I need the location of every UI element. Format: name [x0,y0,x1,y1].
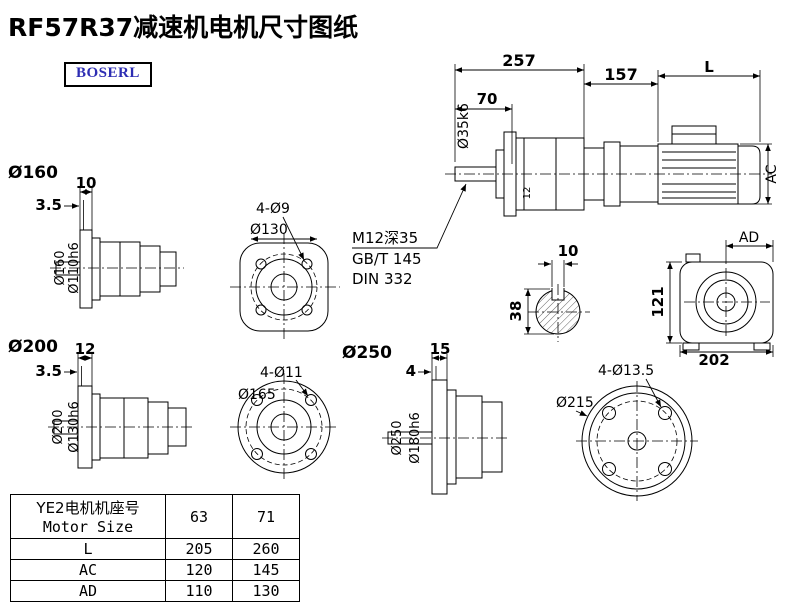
page-title: RF57R37减速机电机尺寸图纸 [8,13,359,42]
dim-202-label: 202 [698,351,729,369]
motor-rear-body [679,261,774,344]
value-AD-71: 130 [232,580,300,602]
frame-size-63: 63 [165,494,233,539]
bolt-circle-215: Ø215 [556,395,594,411]
unit-250-label: Ø250 [342,343,392,363]
unit-200-label: Ø200 [8,337,58,357]
value-AC-63: 120 [165,559,233,581]
table-row: YE2电机机座号 Motor Size 63 71 [10,494,300,539]
keyway-height-label: 38 [507,301,525,322]
side-view: 257 157 L 70 Ø35k6 12 AC [445,51,780,217]
dim-257-label: 257 [502,51,535,70]
shaft-diameter-label: Ø35k6 [456,103,472,149]
flange-thickness-250: 15 [430,340,451,358]
bolt-circle-130: Ø130 [250,222,288,238]
tap-note: M12深35 GB/T 145 DIN 332 [352,183,467,288]
fan-cover [737,145,761,205]
unit-250-view: Ø250 15 4 Ø250 Ø180h6 [342,340,508,495]
plate-thickness-200: 3.5 [35,362,62,380]
frame-size-71: 71 [232,494,300,539]
dim-AD-label: AD [739,230,759,246]
table-row: L 205 260 [10,538,300,560]
flange-diameter-250: Ø250 [390,420,405,455]
motor-size-label-cn: YE2电机机座号 [36,499,140,517]
bolt-circle-165: Ø165 [238,387,276,403]
tap-note-line1: M12深35 [352,229,418,247]
tap-note-line3: DIN 332 [352,270,413,288]
flange-diameter-160: Ø160 [53,250,68,285]
unit-200-view: Ø200 12 3.5 Ø200 Ø130h6 [8,337,194,469]
motor-rear-view: AD 121 202 [649,230,774,369]
dim-AC-label: AC [764,164,780,183]
pilot-diameter-180: Ø180h6 [408,412,423,464]
holes-4x9: 4-Ø9 [256,201,290,217]
flange-thickness-160: 10 [76,174,97,192]
flange-diameter-200: Ø200 [51,409,66,444]
table-row: AD 110 130 [10,580,300,602]
value-AD-63: 110 [165,580,233,602]
holes-4x13-5: 4-Ø13.5 [598,363,654,379]
unit-160-view: Ø160 10 3.5 Ø160 Ø110h6 [8,163,184,309]
dim-157-label: 157 [604,65,637,84]
motor-size-header-cell: YE2电机机座号 Motor Size [10,494,166,539]
pilot-diameter-110: Ø110h6 [67,242,82,294]
flange-165-view: Ø165 4-Ø11 [230,365,338,481]
value-AC-71: 145 [232,559,300,581]
plate-thickness-160: 3.5 [35,196,62,214]
motor-size-table: YE2电机机座号 Motor Size 63 71 L 205 260 AC 1… [10,494,300,602]
holes-4x11: 4-Ø11 [260,365,303,381]
value-L-71: 260 [232,538,300,560]
row-label-AD: AD [10,580,166,602]
value-L-63: 205 [165,538,233,560]
table-row: AC 120 145 [10,559,300,581]
dim-121-label: 121 [649,286,667,317]
flange-thickness-200: 12 [75,340,96,358]
flange-215-view: Ø215 4-Ø13.5 [556,363,698,501]
plate-thickness-250: 4 [406,362,416,380]
tap-note-line2: GB/T 145 [352,250,422,268]
motor-size-label-en: Motor Size [42,518,134,536]
pilot-diameter-130: Ø130h6 [67,401,82,453]
dim-70-label: 70 [477,90,498,108]
row-label-AC: AC [10,559,166,581]
unit-160-label: Ø160 [8,163,58,183]
brand-logo: BOSERL [64,62,152,87]
flange-130-view: Ø130 4-Ø9 [230,201,340,341]
dim-L-label: L [704,58,714,76]
flange-plate-250 [431,379,448,495]
row-label-L: L [10,538,166,560]
keyway-width-label: 10 [558,242,579,260]
dim-12-label: 12 [522,187,533,200]
terminal-box [671,125,717,145]
shaft-section-view: 10 38 [507,242,590,342]
